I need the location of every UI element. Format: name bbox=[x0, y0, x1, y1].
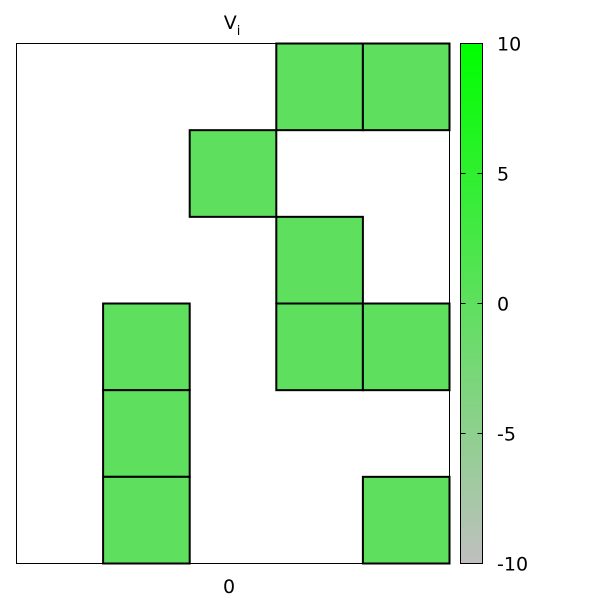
colorbar-ticks: 10 5 0 -5 -10 bbox=[460, 34, 528, 576]
heatmap-cell-1 bbox=[361, 42, 451, 132]
heatmap-cell-5 bbox=[275, 302, 364, 392]
heatmap-cell-3 bbox=[275, 215, 364, 305]
x-axis-ticks: 0 bbox=[223, 576, 235, 598]
colorbar-tick-label-3: -5 bbox=[497, 424, 516, 446]
colorbar-tick-label-2: 0 bbox=[497, 294, 509, 316]
heatmap-cell-6 bbox=[361, 302, 451, 392]
heatmap-cell-8 bbox=[102, 475, 191, 565]
heatmap-cell-2 bbox=[188, 129, 278, 218]
heatmap-cell-7 bbox=[102, 389, 191, 478]
colorbar-tick-label-0: 10 bbox=[497, 34, 521, 56]
chart-title: Vi bbox=[224, 12, 241, 39]
heatmap-cell-4 bbox=[102, 302, 191, 392]
colorbar-tick-label-1: 5 bbox=[497, 164, 509, 186]
plot-frame bbox=[16, 43, 450, 564]
chart-title-subscript: i bbox=[237, 24, 241, 39]
x-tick-label-0: 0 bbox=[223, 576, 235, 598]
heatmap-cell-0 bbox=[275, 42, 364, 132]
colorbar-tick-label-4: -10 bbox=[497, 554, 528, 576]
heatmap-cell-9 bbox=[361, 475, 451, 565]
chart-title-main: V bbox=[224, 12, 237, 34]
